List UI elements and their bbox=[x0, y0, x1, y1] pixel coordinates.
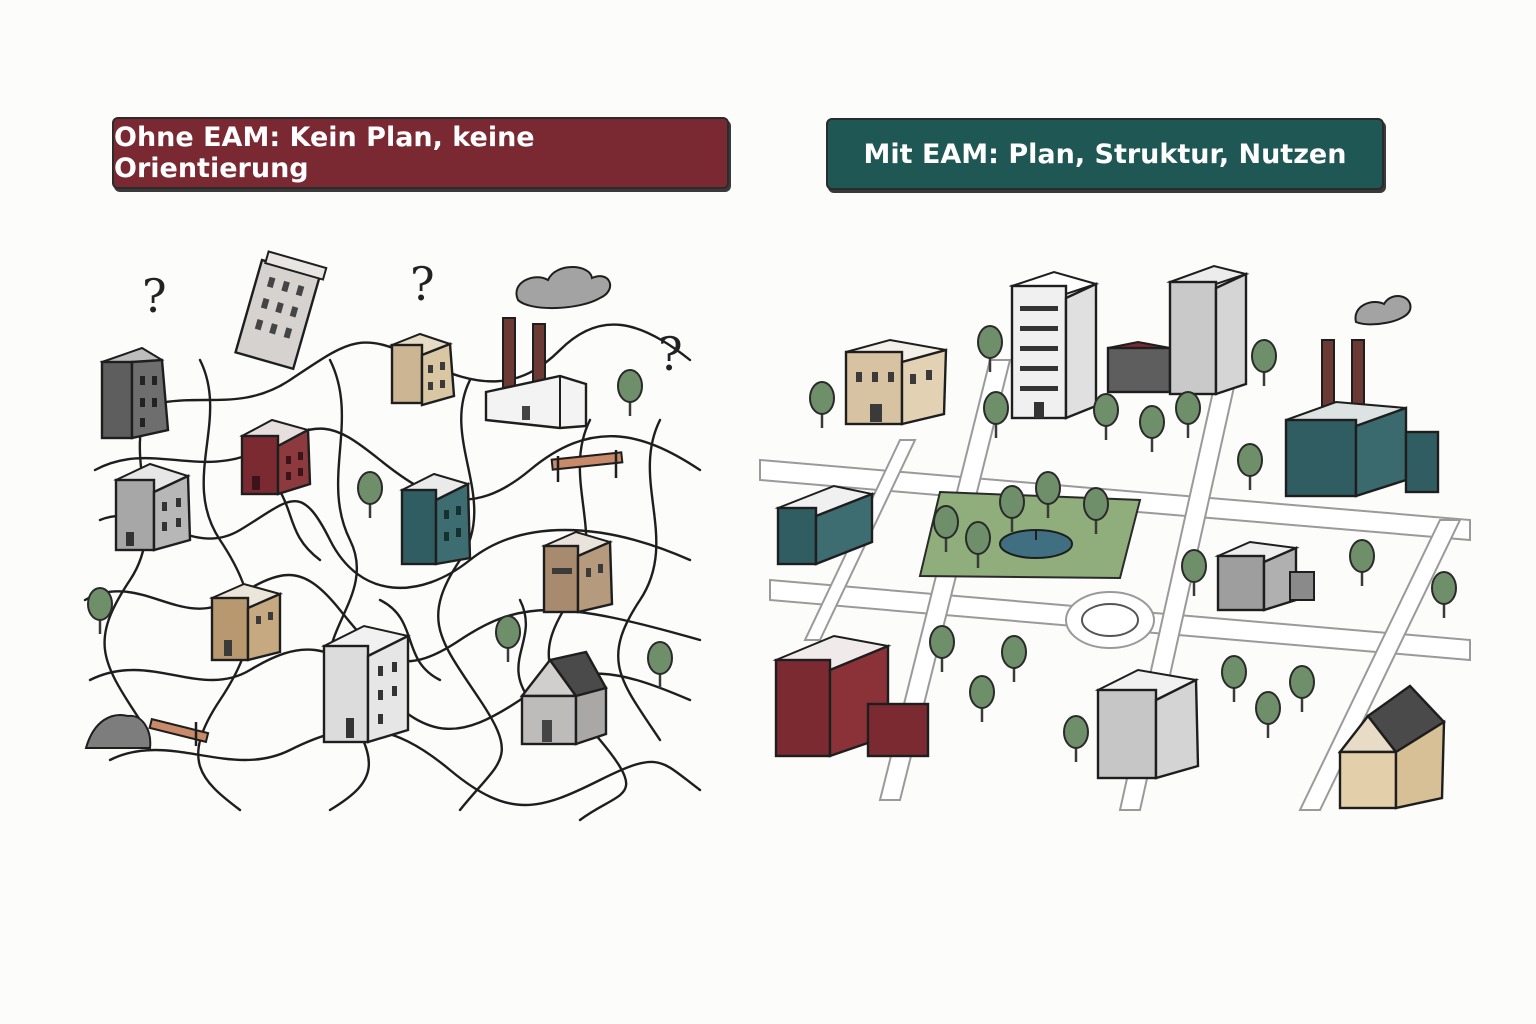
building-teal bbox=[774, 484, 876, 566]
building-dark-grey bbox=[99, 346, 170, 440]
question-mark: ? bbox=[410, 257, 435, 311]
tree bbox=[616, 368, 644, 418]
park bbox=[918, 490, 1142, 580]
tree bbox=[1062, 714, 1090, 764]
tree bbox=[808, 380, 836, 430]
barrier bbox=[550, 450, 624, 482]
building-tan-small bbox=[209, 582, 283, 662]
house-tan bbox=[1337, 684, 1446, 810]
roundabout bbox=[1065, 591, 1155, 649]
building-brick-red bbox=[239, 418, 312, 496]
building-brown bbox=[541, 530, 614, 614]
tree bbox=[494, 614, 522, 664]
left-banner-title: Ohne EAM: Kein Plan, keine Orientierung bbox=[114, 122, 535, 184]
right-banner: Mit EAM: Plan, Struktur, Nutzen bbox=[826, 118, 1384, 190]
tree bbox=[1250, 338, 1278, 388]
tree bbox=[1138, 404, 1166, 454]
tree bbox=[1430, 570, 1458, 620]
building-light-grey bbox=[321, 624, 411, 744]
tree bbox=[1348, 538, 1376, 588]
tree bbox=[1254, 690, 1282, 740]
left-banner: Ohne EAM: Kein Plan, keine Orientierung bbox=[112, 117, 729, 189]
office-tower bbox=[1008, 270, 1100, 420]
structured-city bbox=[759, 264, 1471, 811]
tree bbox=[968, 674, 996, 724]
factory bbox=[484, 266, 612, 430]
question-mark: ? bbox=[658, 327, 683, 381]
tree bbox=[646, 640, 674, 690]
right-banner-title: Mit EAM: Plan, Struktur, Nutzen bbox=[863, 138, 1347, 170]
tree bbox=[1000, 634, 1028, 684]
building-teal bbox=[399, 472, 472, 566]
question-mark: ? bbox=[142, 269, 167, 323]
building-grey-tall bbox=[1166, 264, 1250, 396]
tree bbox=[1092, 392, 1120, 442]
rubble-pile bbox=[84, 714, 210, 749]
building-brick-red bbox=[772, 634, 930, 758]
tree bbox=[1174, 390, 1202, 440]
building-dark bbox=[1106, 340, 1172, 394]
building-grey-lower bbox=[1094, 668, 1200, 780]
building-grey bbox=[1214, 540, 1315, 612]
tilted-building bbox=[234, 250, 328, 371]
building-tan bbox=[844, 338, 948, 426]
tree bbox=[356, 470, 384, 520]
factory-teal bbox=[1284, 295, 1440, 498]
chaotic-city: ? ? ? bbox=[83, 250, 702, 822]
tree bbox=[86, 586, 114, 636]
building-grey bbox=[113, 462, 192, 552]
house bbox=[519, 650, 608, 746]
tree bbox=[1220, 654, 1248, 704]
tree bbox=[1288, 664, 1316, 714]
building-tan bbox=[389, 332, 456, 407]
tree bbox=[1236, 442, 1264, 492]
